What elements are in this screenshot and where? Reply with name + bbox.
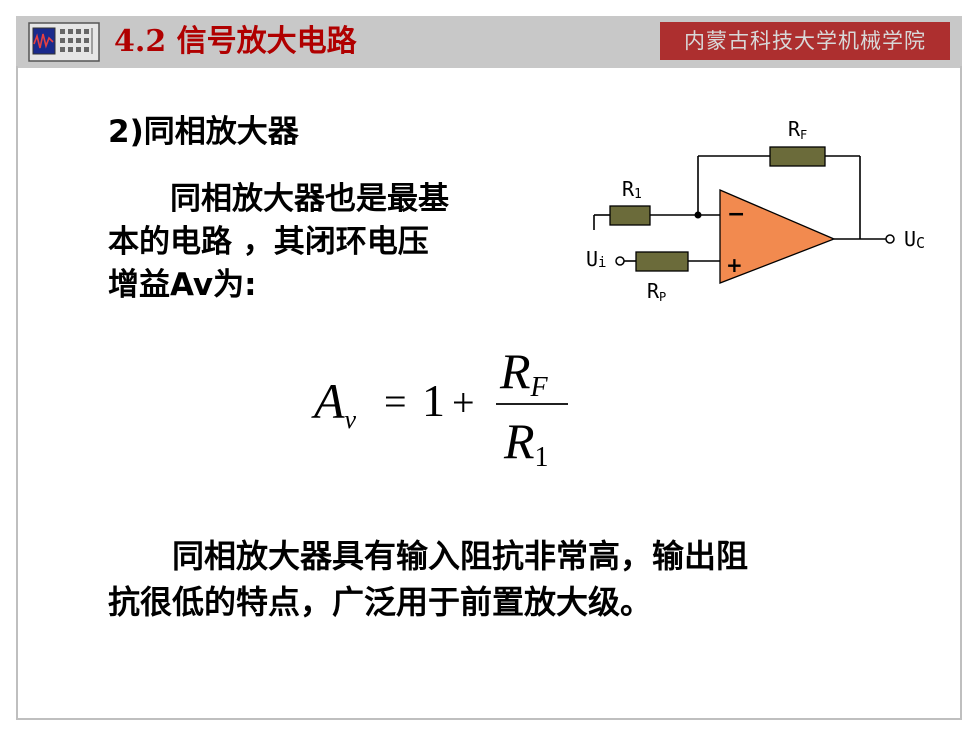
page-title: 4.2 信号放大电路 [114,20,357,64]
formula-numerator: RF [499,343,549,403]
r1-label: R1 [622,177,642,202]
input-terminal [615,256,625,266]
section-number: 4.2 [114,24,167,59]
gain-formula: Av = 1 + RF R1 [311,343,568,473]
formula-equals: = [384,379,407,424]
output-label: UC [904,227,925,252]
section-title: 信号放大电路 [176,24,357,59]
junction-dot [694,211,702,219]
conclusion-paragraph: 同相放大器具有输入阻抗非常高，输出阻 抗很低的特点，广泛用于前置放大级。 [108,533,748,625]
conclusion-line: 抗很低的特点，广泛用于前置放大级。 [108,583,653,621]
subtitle: 2)同相放大器 [108,114,299,150]
conclusion-line: 同相放大器具有输入阻抗非常高，输出阻 [108,537,749,575]
content-frame [16,66,962,720]
resistor-rp [635,251,689,272]
non-inverting-input-symbol: + [726,253,743,277]
oscilloscope-icon [28,22,100,62]
resistor-rf [769,146,826,167]
formula-denominator: R1 [503,413,549,473]
output-terminal [885,234,895,244]
school-badge: 内蒙古科技大学机械学院 [660,22,950,60]
formula-plus: + [452,380,475,425]
intro-line: 本的电路 ，其闭环电压 [108,224,429,260]
formula-gain-symbol: Av [311,373,357,434]
intro-paragraph: 同相放大器也是最基 本的电路 ，其闭环电压 增益Av为: [108,178,449,307]
formula-one: 1 [422,375,445,426]
resistor-r1 [609,205,651,226]
opamp-triangle [719,189,836,284]
input-label: Ui [586,247,606,271]
intro-line: 同相放大器也是最基 [108,181,449,217]
rp-label: RP [647,279,666,304]
rf-label: RF [788,117,807,142]
non-inverting-amplifier-circuit: RF R1 RP Ui UC − + [586,117,925,304]
inverting-input-symbol: − [727,202,745,227]
intro-line: 增益Av为: [108,267,257,303]
